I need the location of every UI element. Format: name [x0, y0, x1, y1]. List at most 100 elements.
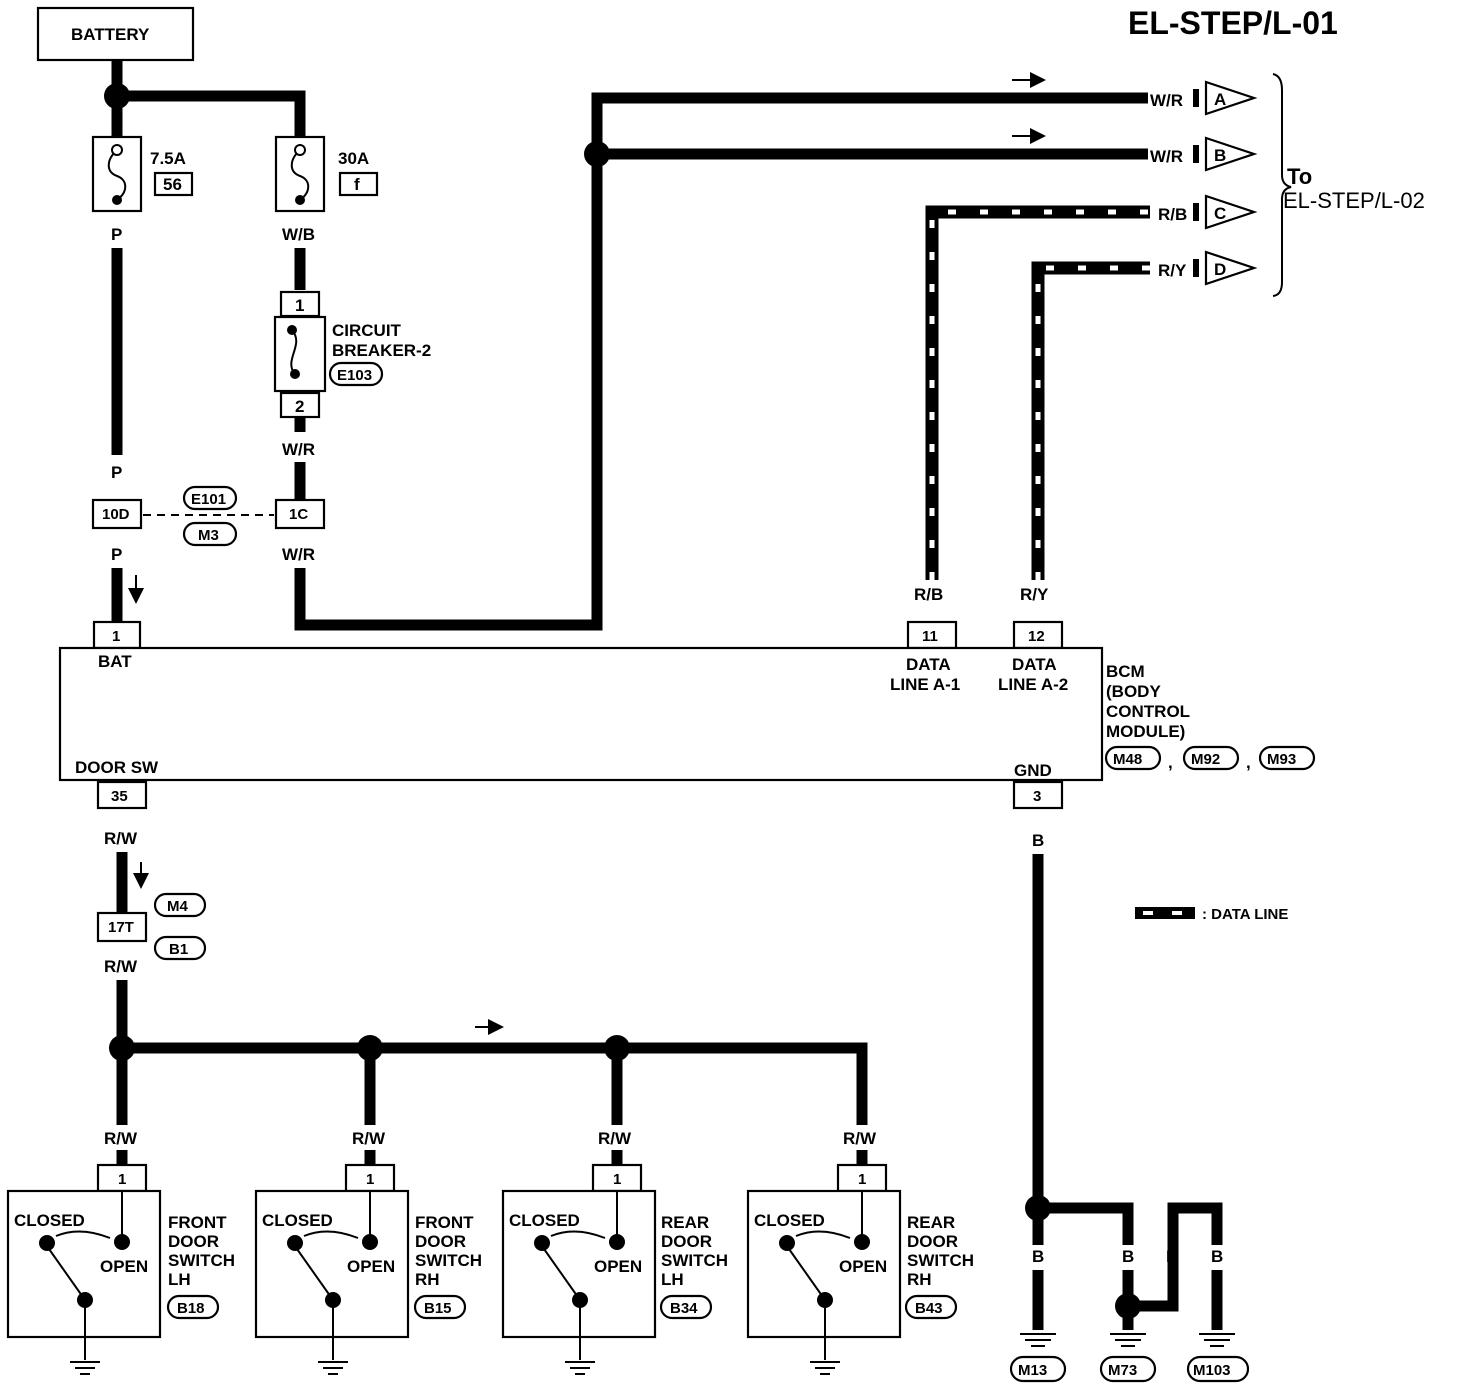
fuse-30a: [274, 135, 326, 213]
wire-label-wb: W/B: [282, 225, 315, 244]
wire-label-rw-s4: R/W: [843, 1129, 877, 1148]
bcm-label-gnd: GND: [1014, 761, 1052, 780]
ground-m13: M13: [1018, 1362, 1047, 1379]
fuse-number-box-56: [153, 171, 194, 197]
ground-symbol-m73: [1110, 1333, 1146, 1347]
switch-2-pin: 1: [366, 1171, 374, 1188]
bcm-label-data1-b: LINE A-1: [890, 675, 960, 694]
wire-label-wr-2: W/R: [282, 545, 315, 564]
wire-label-p-1: P: [111, 225, 122, 244]
circuit-breaker-label-2: BREAKER-2: [332, 341, 431, 360]
connector-17t: 17T: [108, 919, 134, 936]
output-letter-b: B: [1214, 146, 1226, 165]
switch-3-label-2: DOOR: [661, 1232, 712, 1251]
ground-m73-box: [1099, 1355, 1157, 1383]
output-b-block: [1193, 145, 1199, 163]
output-c-terminal: [1204, 194, 1258, 230]
wire-b-m73-m103: [1128, 1202, 1223, 1312]
door-switch-rear-rh: [746, 1150, 902, 1375]
output-wire-b: W/R: [1150, 147, 1183, 166]
connector-e101: E101: [191, 491, 226, 508]
switch-4-label-2: DOOR: [907, 1232, 958, 1251]
splice-m73: [1115, 1293, 1141, 1319]
wire-label-rw-2: R/W: [104, 957, 138, 976]
switch-2-closed: CLOSED: [262, 1211, 333, 1230]
ground-symbol-m103: [1199, 1333, 1235, 1347]
fuse-rating-30a: 30A: [338, 149, 369, 168]
switch-2-label-3: SWITCH: [415, 1251, 482, 1270]
output-letter-a: A: [1214, 90, 1226, 109]
switch-2-open: OPEN: [347, 1257, 395, 1276]
wire-label-p-2: P: [111, 463, 122, 482]
connector-m93-box: [1258, 745, 1316, 771]
bcm-pin-3-box: [1012, 780, 1064, 810]
connector-b43-box: [904, 1294, 958, 1320]
connector-b43: B43: [915, 1300, 943, 1317]
output-wire-c: R/B: [1158, 205, 1187, 224]
connector-17t-box: [96, 911, 148, 943]
door-switch-front-rh: [254, 1150, 410, 1375]
switch-2-label-1: FRONT: [415, 1213, 474, 1232]
fuse-number-56: 56: [163, 175, 182, 194]
wire-label-wr-1: W/R: [282, 440, 315, 459]
wire-label-b-gnd: B: [1032, 831, 1044, 850]
bcm-name-1: BCM: [1106, 662, 1145, 681]
circuit-breaker-pin-2: 2: [295, 397, 304, 416]
bcm-name-2: (BODY: [1106, 682, 1161, 701]
ground-m103-box: [1186, 1355, 1250, 1383]
wire-label-rw-s2: R/W: [352, 1129, 386, 1148]
fuse-number-box-f: [338, 171, 379, 197]
ground-m73: M73: [1108, 1362, 1137, 1379]
to-label: To: [1287, 164, 1312, 189]
bcm-separator-2: ,: [1246, 753, 1251, 772]
output-wire-d: R/Y: [1158, 261, 1187, 280]
ground-symbol-m13: [1020, 1333, 1056, 1347]
door-switch-rear-lh: [501, 1150, 657, 1375]
bcm-name-4: MODULE): [1106, 722, 1185, 741]
switch-4-closed: CLOSED: [754, 1211, 825, 1230]
bcm-label-bat: BAT: [98, 652, 132, 671]
connector-b1: B1: [169, 941, 188, 958]
connector-e101-box: [182, 485, 238, 511]
connector-m48-box: [1104, 745, 1162, 771]
legend-line-gap-1: [1143, 911, 1153, 915]
data-line-ry-dash: [1035, 265, 1150, 580]
bcm-label-door: DOOR SW: [75, 758, 159, 777]
output-a-block: [1193, 89, 1199, 107]
battery-label: BATTERY: [71, 25, 150, 44]
bcm-pin-3: 3: [1033, 788, 1041, 805]
door-switch-front-lh: [6, 1150, 162, 1375]
switch-4-label-3: SWITCH: [907, 1251, 974, 1270]
wire-wr-main: [294, 92, 1148, 631]
switch-1-label-4: LH: [168, 1270, 191, 1289]
switch-3-open: OPEN: [594, 1257, 642, 1276]
connector-b18-box: [166, 1294, 220, 1320]
wire-label-b-1: B: [1032, 1247, 1044, 1266]
wire-to-fuse-30a: [117, 90, 306, 140]
output-letter-c: C: [1214, 204, 1226, 223]
fuse-rating-7-5a: 7.5A: [150, 149, 186, 168]
wire-label-p-3: P: [111, 545, 122, 564]
bcm-pin-35: 35: [111, 788, 128, 805]
connector-b34-box: [659, 1294, 713, 1320]
bcm-pin-12: 12: [1028, 628, 1045, 645]
circuit-breaker-label-1: CIRCUIT: [332, 321, 402, 340]
fuse-7-5a: [91, 135, 143, 213]
output-d-block: [1193, 259, 1199, 277]
bcm-separator-1: ,: [1168, 753, 1173, 772]
connector-m93: M93: [1267, 751, 1296, 768]
switch-4-label-1: REAR: [907, 1213, 955, 1232]
wire-label-rw-s1: R/W: [104, 1129, 138, 1148]
legend-line-sample: [1135, 907, 1195, 919]
connector-m48: M48: [1113, 751, 1142, 768]
data-line-rb-dash: [929, 209, 1150, 580]
switch-1-pin: 1: [118, 1171, 126, 1188]
ground-m103: M103: [1193, 1362, 1231, 1379]
connector-b18: B18: [177, 1300, 205, 1317]
connector-10d-box: [91, 498, 143, 530]
switch-3-label-1: REAR: [661, 1213, 709, 1232]
connector-b15: B15: [424, 1300, 452, 1317]
bcm-label-data1-a: DATA: [906, 655, 951, 674]
switch-1-label-3: SWITCH: [168, 1251, 235, 1270]
